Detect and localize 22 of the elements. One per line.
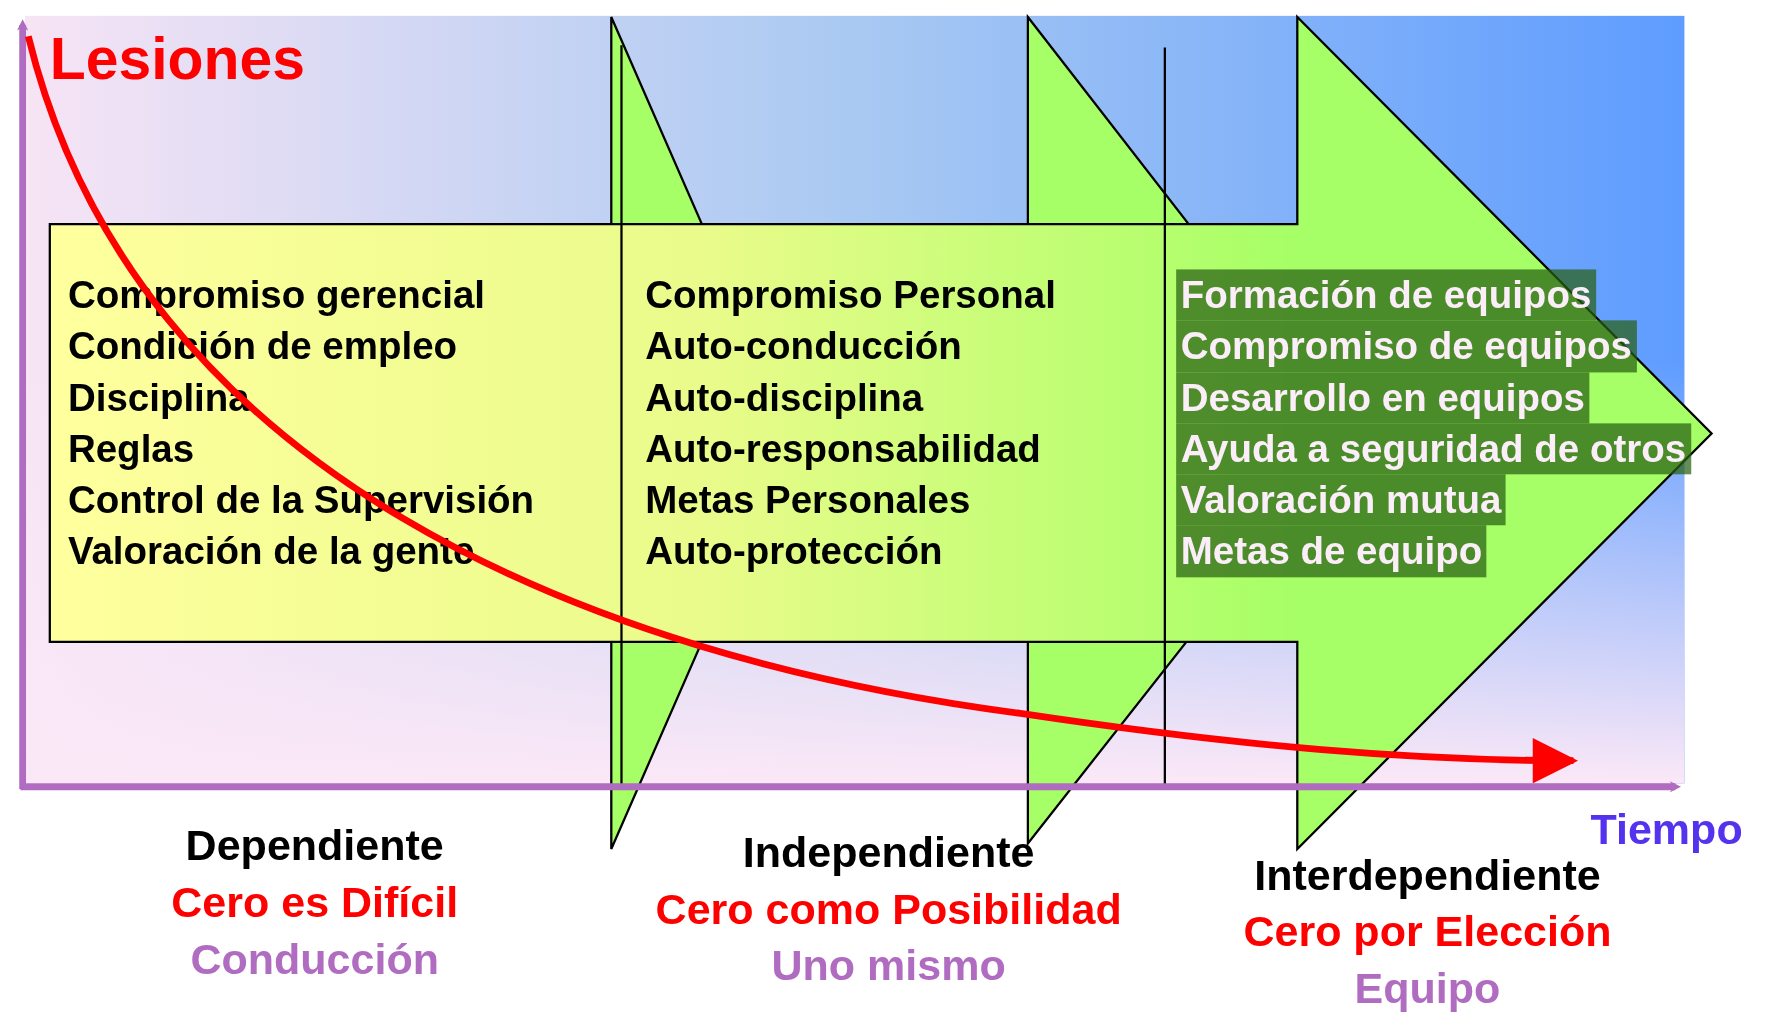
list-item: Auto-protección xyxy=(645,528,944,575)
stage-subtitle: Cero es Difícil xyxy=(170,877,460,928)
list-item: Auto-disciplina xyxy=(645,374,925,421)
list-item: Valoración mutua xyxy=(1176,474,1507,526)
axis-label: Lesiones xyxy=(49,25,305,93)
list-item: Desarrollo en equipos xyxy=(1176,371,1590,424)
stage-subtitle: Cero por Elección xyxy=(1242,906,1613,958)
stage-focus: Conducción xyxy=(189,934,440,985)
stage-subtitle: Cero como Posibilidad xyxy=(654,884,1123,935)
stage-focus: Equipo xyxy=(1353,963,1502,1015)
list-item: Metas de equipo xyxy=(1176,525,1487,578)
list-item: Auto-conducción xyxy=(645,323,963,370)
list-item: Ayuda a seguridad de otros xyxy=(1176,423,1691,475)
list-item: Reglas xyxy=(67,425,196,472)
stage-focus: Uno mismo xyxy=(770,940,1007,992)
list-item: Auto-responsabilidad xyxy=(645,425,1042,472)
stage-title: Dependiente xyxy=(184,820,445,872)
list-item: Compromiso Personal xyxy=(645,271,1056,318)
list-item: Formación de equipos xyxy=(1176,269,1596,321)
stage-title: Independiente xyxy=(741,827,1036,879)
list-item: Metas Personales xyxy=(645,476,972,523)
list-item: Compromiso de equipos xyxy=(1176,320,1637,372)
